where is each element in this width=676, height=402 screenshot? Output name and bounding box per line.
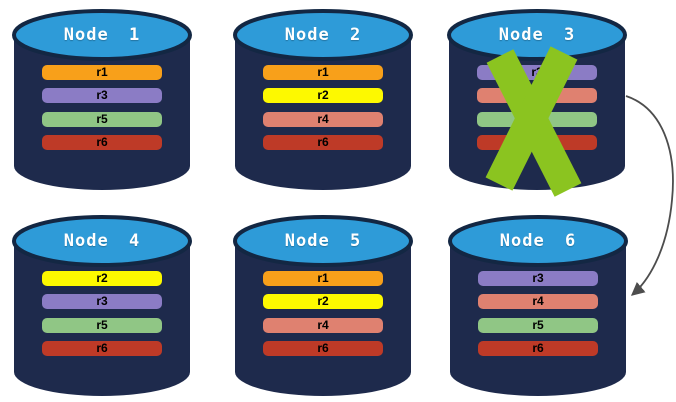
replica-bar: r6 xyxy=(42,135,162,150)
replica-bar: r4 xyxy=(263,112,383,127)
replica-bar: r6 xyxy=(42,341,162,356)
replication-arrow xyxy=(625,95,674,296)
replica-bar: r1 xyxy=(42,65,162,80)
node-3: Node 3 r3 r4 r5 r6 xyxy=(447,2,627,192)
node-2: Node 2 r1 r2 r4 r6 xyxy=(233,2,413,192)
replica-bar: r6 xyxy=(263,341,383,356)
replica-bar: r3 xyxy=(42,88,162,103)
node-4: Node 4 r2 r3 r5 r6 xyxy=(12,208,192,398)
replica-bar: r6 xyxy=(478,341,598,356)
node-title: Node 6 xyxy=(499,231,577,251)
replica-bar: r5 xyxy=(477,112,597,127)
replica-bar: r5 xyxy=(42,112,162,127)
replica-bar: r4 xyxy=(478,294,598,309)
replica-bar: r4 xyxy=(477,88,597,103)
replica-bar: r3 xyxy=(42,294,162,309)
replica-bar: r1 xyxy=(263,65,383,80)
node-1: Node 1 r1 r3 r5 r6 xyxy=(12,2,192,192)
replica-bar: r2 xyxy=(263,88,383,103)
replica-bar: r6 xyxy=(477,135,597,150)
replica-bar: r4 xyxy=(263,318,383,333)
replica-bar: r6 xyxy=(263,135,383,150)
replica-bar: r5 xyxy=(42,318,162,333)
replica-bar: r5 xyxy=(478,318,598,333)
replica-bar: r2 xyxy=(263,294,383,309)
replica-bar: r3 xyxy=(477,65,597,80)
node-title: Node 2 xyxy=(284,25,362,45)
node-5: Node 5 r1 r2 r4 r6 xyxy=(233,208,413,398)
node-title: Node 5 xyxy=(284,231,362,251)
node-6: Node 6 r3 r4 r5 r6 xyxy=(448,208,628,398)
node-title: Node 4 xyxy=(63,231,141,251)
node-title: Node 3 xyxy=(498,25,576,45)
replica-bar: r1 xyxy=(263,271,383,286)
replica-bar: r2 xyxy=(42,271,162,286)
replica-bar: r3 xyxy=(478,271,598,286)
node-title: Node 1 xyxy=(63,25,141,45)
